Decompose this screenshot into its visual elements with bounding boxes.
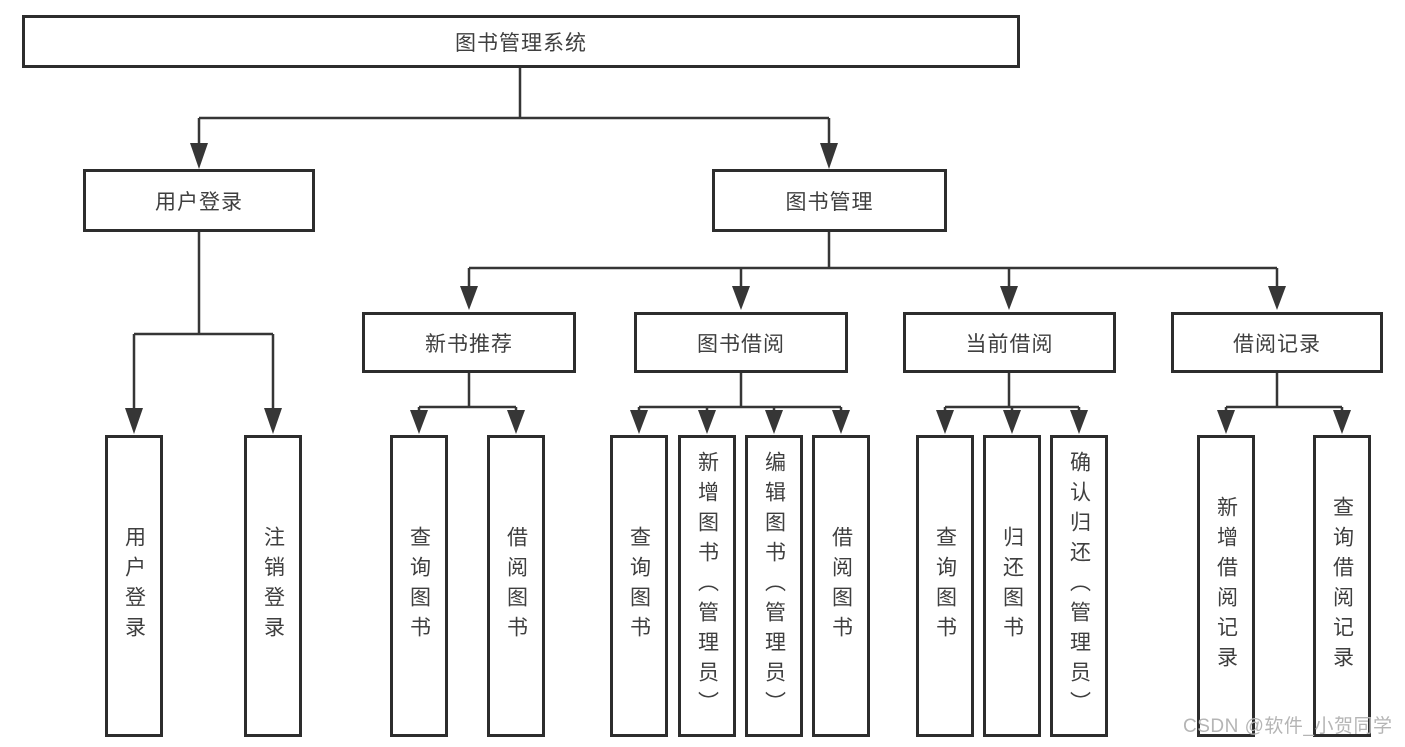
- node-leaf-logout: 注销登录: [244, 435, 302, 737]
- node-leaf-borrow-books-label: 借阅图书: [829, 526, 853, 646]
- connector-root-to-level2: [190, 68, 838, 169]
- node-leaf-logout-label: 注销登录: [261, 526, 285, 646]
- node-leaf-add-borrow-record-label: 新增借阅记录: [1214, 496, 1238, 676]
- node-book-borrow: 图书借阅: [634, 312, 848, 373]
- node-leaf-query-borrow-record-label: 查询借阅记录: [1330, 496, 1354, 676]
- node-leaf-user-login: 用户登录: [105, 435, 163, 737]
- node-leaf-add-books-admin-label: 新增图书（管理员）: [695, 451, 719, 721]
- connector-book-borrow-to-leaves: [630, 373, 850, 434]
- node-leaf-query-books-borrow-label: 查询图书: [627, 526, 651, 646]
- node-new-book-recommend-label: 新书推荐: [425, 332, 513, 356]
- node-leaf-borrow-books: 借阅图书: [812, 435, 870, 737]
- connector-borrow-records-to-leaves: [1217, 373, 1351, 434]
- node-new-book-recommend: 新书推荐: [362, 312, 576, 373]
- node-system-root: 图书管理系统: [22, 15, 1020, 68]
- node-leaf-confirm-return-admin-label: 确认归还（管理员）: [1067, 451, 1091, 721]
- node-leaf-return-books: 归还图书: [983, 435, 1041, 737]
- node-leaf-add-books-admin: 新增图书（管理员）: [678, 435, 736, 737]
- node-leaf-return-books-label: 归还图书: [1000, 526, 1024, 646]
- connector-book-management-to-level3: [460, 232, 1286, 310]
- csdn-watermark: CSDN @软件_小贺同学: [1183, 716, 1393, 737]
- node-leaf-add-borrow-record: 新增借阅记录: [1197, 435, 1255, 737]
- node-user-login: 用户登录: [83, 169, 315, 232]
- node-book-borrow-label: 图书借阅: [697, 332, 785, 356]
- node-system-root-label: 图书管理系统: [455, 31, 587, 55]
- node-leaf-query-borrow-record: 查询借阅记录: [1313, 435, 1371, 737]
- node-book-management-label: 图书管理: [785, 190, 874, 214]
- node-leaf-borrow-books-recommend-label: 借阅图书: [504, 526, 528, 646]
- connector-user-login-to-leaves: [125, 232, 282, 434]
- node-current-borrow: 当前借阅: [903, 312, 1116, 373]
- node-leaf-edit-books-admin: 编辑图书（管理员）: [745, 435, 803, 737]
- node-leaf-query-books-current-label: 查询图书: [933, 526, 957, 646]
- node-borrow-records: 借阅记录: [1171, 312, 1383, 373]
- node-book-management: 图书管理: [712, 169, 947, 232]
- node-leaf-query-books-recommend-label: 查询图书: [407, 526, 431, 646]
- node-leaf-edit-books-admin-label: 编辑图书（管理员）: [762, 451, 786, 721]
- node-leaf-borrow-books-recommend: 借阅图书: [487, 435, 545, 737]
- node-leaf-confirm-return-admin: 确认归还（管理员）: [1050, 435, 1108, 737]
- connector-new-book-recommend-to-leaves: [410, 373, 525, 434]
- node-user-login-label: 用户登录: [155, 190, 243, 214]
- node-current-borrow-label: 当前借阅: [965, 332, 1054, 356]
- node-borrow-records-label: 借阅记录: [1233, 332, 1321, 356]
- connector-current-borrow-to-leaves: [936, 373, 1088, 434]
- node-leaf-query-books-borrow: 查询图书: [610, 435, 668, 737]
- node-leaf-query-books-current: 查询图书: [916, 435, 974, 737]
- node-leaf-query-books-recommend: 查询图书: [390, 435, 448, 737]
- node-leaf-user-login-label: 用户登录: [122, 526, 146, 646]
